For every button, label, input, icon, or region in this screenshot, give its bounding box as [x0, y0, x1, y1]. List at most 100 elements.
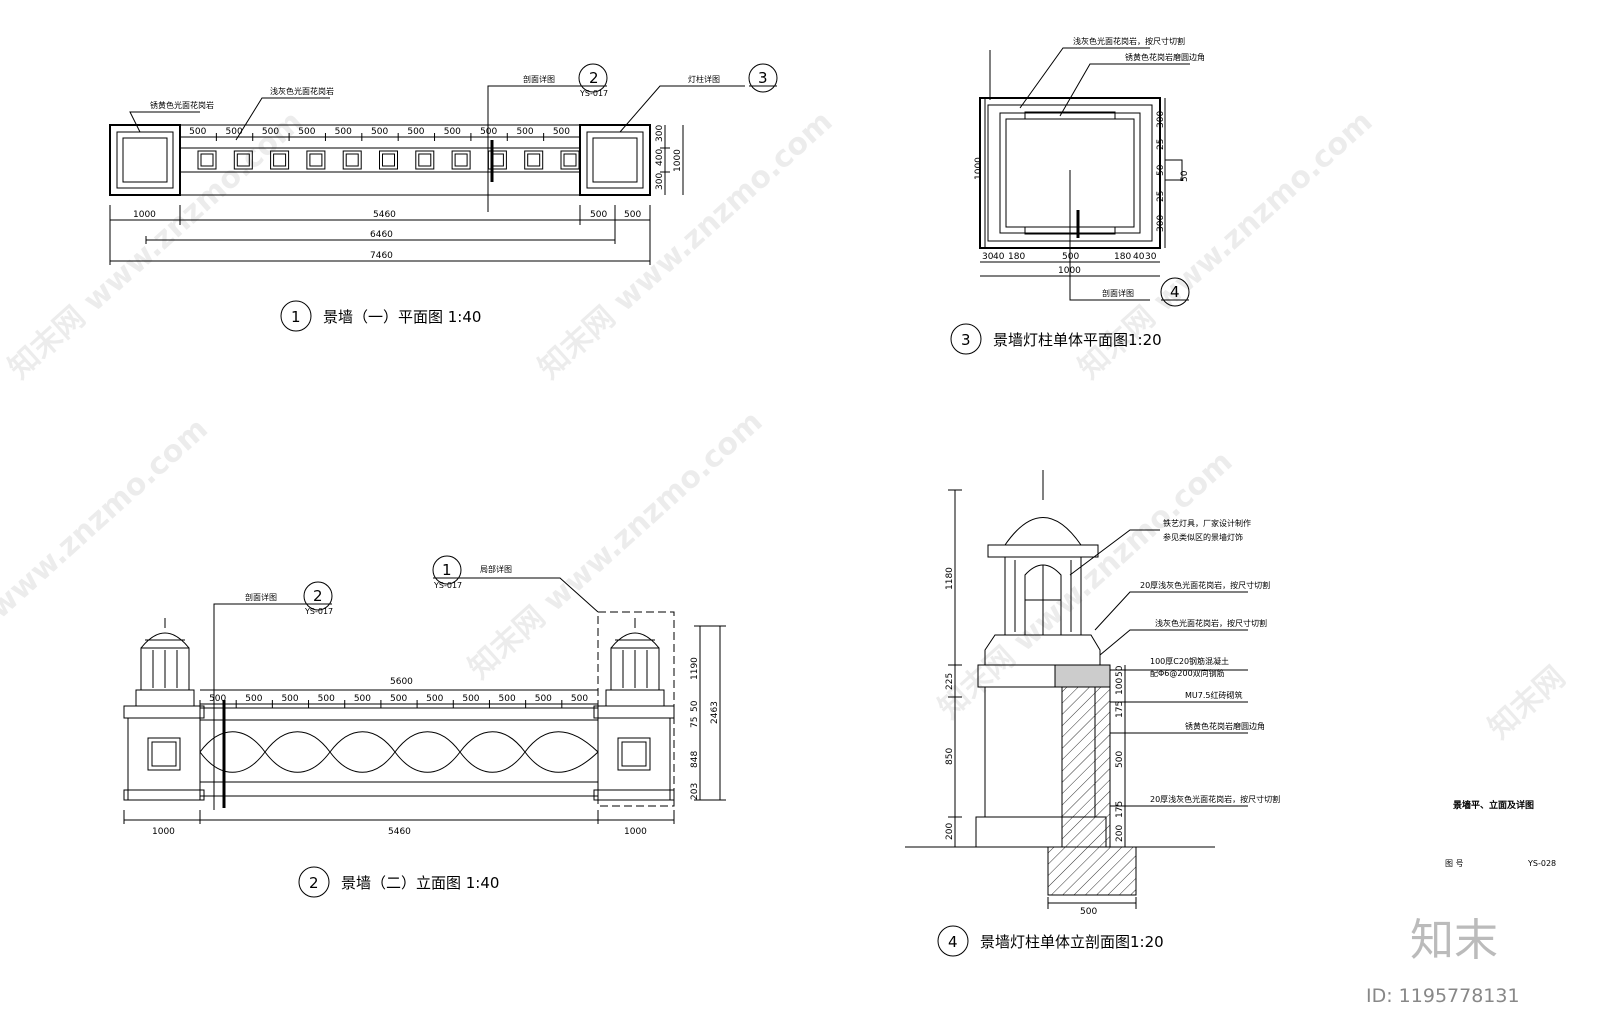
elev2-ref-detail-sheet: YS-017 — [433, 581, 462, 590]
plan1-note-mid: 浅灰色光面花岗岩 — [270, 86, 334, 96]
svg-text:知末网 www.znzmo.com: 知末网 www.znzmo.com — [462, 404, 770, 686]
svg-text:知末网 www.znzmo.com: 知末网 www.znzmo.com — [532, 104, 840, 386]
plan1-ref-lamp-num: 3 — [758, 69, 768, 87]
sec4-rdim-2: 175 — [1115, 701, 1125, 718]
svg-text:www.znzmo.com: www.znzmo.com — [0, 411, 215, 626]
plan1-square — [197, 150, 217, 170]
plan1-ref-lamp-label: 灯柱详图 — [688, 74, 720, 84]
plan1-ref-section-sheet: YS-017 — [579, 89, 608, 98]
plan1-square — [415, 150, 435, 170]
elev2-span-label: 500 — [462, 694, 479, 704]
plan3-rdim-1: 25 — [1156, 139, 1166, 150]
sec4-rdim-0: 50 — [1115, 665, 1125, 677]
sec4-note: 铁艺灯具，厂家设计制作 — [1163, 518, 1251, 528]
titleblock-title: 景墙平、立面及详图 — [1453, 799, 1534, 811]
plan3-bdim-2: 180 — [1008, 252, 1025, 262]
sec4-rdim-1: 100 — [1115, 678, 1125, 695]
plan1-square-inner — [527, 153, 541, 167]
plan1-square — [524, 150, 544, 170]
plan1-square — [342, 150, 362, 170]
plan3-title-num: 3 — [961, 331, 971, 349]
plan1-bdim-3: 500 — [624, 210, 641, 220]
elev2-span-label: 500 — [390, 694, 407, 704]
plan3-ref-num: 4 — [1170, 283, 1180, 301]
elev2-ref-section-num: 2 — [313, 587, 323, 605]
plan3-bdim-4: 180 — [1114, 252, 1131, 262]
plan1-bdim-1: 5460 — [373, 210, 396, 220]
title-block: 景墙平、立面及详图 图 号 YS-028 — [1445, 799, 1556, 868]
sec4-ldim-0: 1180 — [945, 567, 955, 590]
plan1-span-label: 500 — [262, 127, 279, 137]
plan1-rdim-2: 300 — [655, 173, 665, 190]
sec4-bottom-dim: 500 — [1080, 907, 1097, 917]
plan3-ref-label: 剖面详图 — [1102, 288, 1134, 298]
plan3-left-dim: 1000 — [974, 157, 984, 180]
plan1-bdim-total2: 7460 — [370, 251, 393, 261]
plan3-rmark: 50 — [1180, 170, 1190, 182]
elev2-rdim-4: 203 — [690, 783, 700, 800]
sec4-title-num: 4 — [948, 933, 958, 951]
plan1-square-inner — [309, 153, 323, 167]
plan1-square — [379, 150, 398, 170]
plan3-title: 景墙灯柱单体平面图1:20 — [993, 331, 1162, 349]
sec4-note: 配Φ6@200双向钢筋 — [1150, 668, 1225, 678]
plan1-ref-section-label: 剖面详图 — [523, 74, 555, 84]
plan3-bdim-0: 30 — [982, 252, 994, 262]
plan1-square-inner — [454, 153, 468, 167]
elev2-bdim-1: 5460 — [388, 827, 411, 837]
plan1-span-label: 500 — [298, 127, 315, 137]
plan1-span-label: 500 — [226, 127, 243, 137]
plan1-rdim-0: 300 — [655, 125, 665, 142]
plan1-rdim-3: 1000 — [673, 149, 683, 172]
svg-text:知末网: 知末网 — [1482, 660, 1572, 746]
elev2-span-label: 500 — [499, 694, 516, 704]
sec4-rdim-5: 200 — [1115, 825, 1125, 842]
elev2-ref-detail-label: 局部详图 — [480, 564, 512, 574]
sec4-title: 景墙灯柱单体立剖面图1:20 — [980, 933, 1164, 951]
sec4-rdim-4: 175 — [1115, 801, 1125, 818]
elev2-span-label: 500 — [245, 694, 262, 704]
elev2-rdim-2: 75 — [690, 717, 700, 728]
plan1-square-inner — [345, 153, 359, 167]
brand-logo-text: 知末 — [1410, 915, 1498, 966]
svg-text:知末网 www.znzmo.com: 知末网 www.znzmo.com — [2, 104, 310, 386]
elev2-span-label: 500 — [281, 694, 298, 704]
sec4-note: 浅灰色光面花岗岩，按尺寸切割 — [1155, 618, 1267, 628]
sec4-ldim-1: 225 — [945, 673, 955, 690]
elev2-ref-section-sheet: YS-017 — [304, 607, 333, 616]
plan1-span-label: 500 — [407, 127, 424, 137]
sec4-ldim-2: 850 — [945, 748, 955, 765]
plan1-square-inner — [273, 153, 287, 167]
sec4-rdim-3: 500 — [1115, 751, 1125, 768]
plan1-ref-section-num: 2 — [589, 69, 599, 87]
plan1-square-inner — [382, 153, 395, 167]
elev2-ref-section-label: 剖面详图 — [245, 592, 277, 602]
elev2-span-label: 500 — [535, 694, 552, 704]
plan1-span-label: 500 — [553, 127, 570, 137]
plan1-square-inner — [236, 153, 250, 167]
plan3-bdim-3: 500 — [1062, 252, 1079, 262]
elev2-right-total: 2463 — [710, 701, 720, 724]
plan1-span-label: 500 — [444, 127, 461, 137]
plan3-rdim-2: 50 — [1156, 164, 1166, 176]
elev2-span-label: 500 — [426, 694, 443, 704]
plan3-note2: 锈黄色花岗岩磨圆边角 — [1125, 52, 1205, 62]
elev2-span-label: 500 — [571, 694, 588, 704]
elev2-title-num: 2 — [309, 874, 319, 892]
plan1-span-label: 500 — [371, 127, 388, 137]
elev2-span-label: 500 — [318, 694, 335, 704]
elev2-bdim-0: 1000 — [152, 827, 175, 837]
plan1-span-label: 500 — [516, 127, 533, 137]
titleblock-label: 图 号 — [1445, 859, 1464, 868]
sec4-drawing: 1180 225 850 200 50 100 175 500 175 200 … — [905, 470, 1280, 957]
plan1-bdim-0: 1000 — [133, 210, 156, 220]
sec4-note: 参见类似区的景墙灯饰 — [1163, 532, 1243, 542]
plan3-note1: 浅灰色光面花岗岩，按尺寸切割 — [1073, 36, 1185, 46]
sec4-note: 20厚浅灰色光面花岗岩，按尺寸切割 — [1150, 794, 1280, 804]
elev2-top-total: 5600 — [390, 677, 413, 687]
plan1-square-inner — [418, 153, 432, 167]
plan1-span-label: 500 — [335, 127, 352, 137]
